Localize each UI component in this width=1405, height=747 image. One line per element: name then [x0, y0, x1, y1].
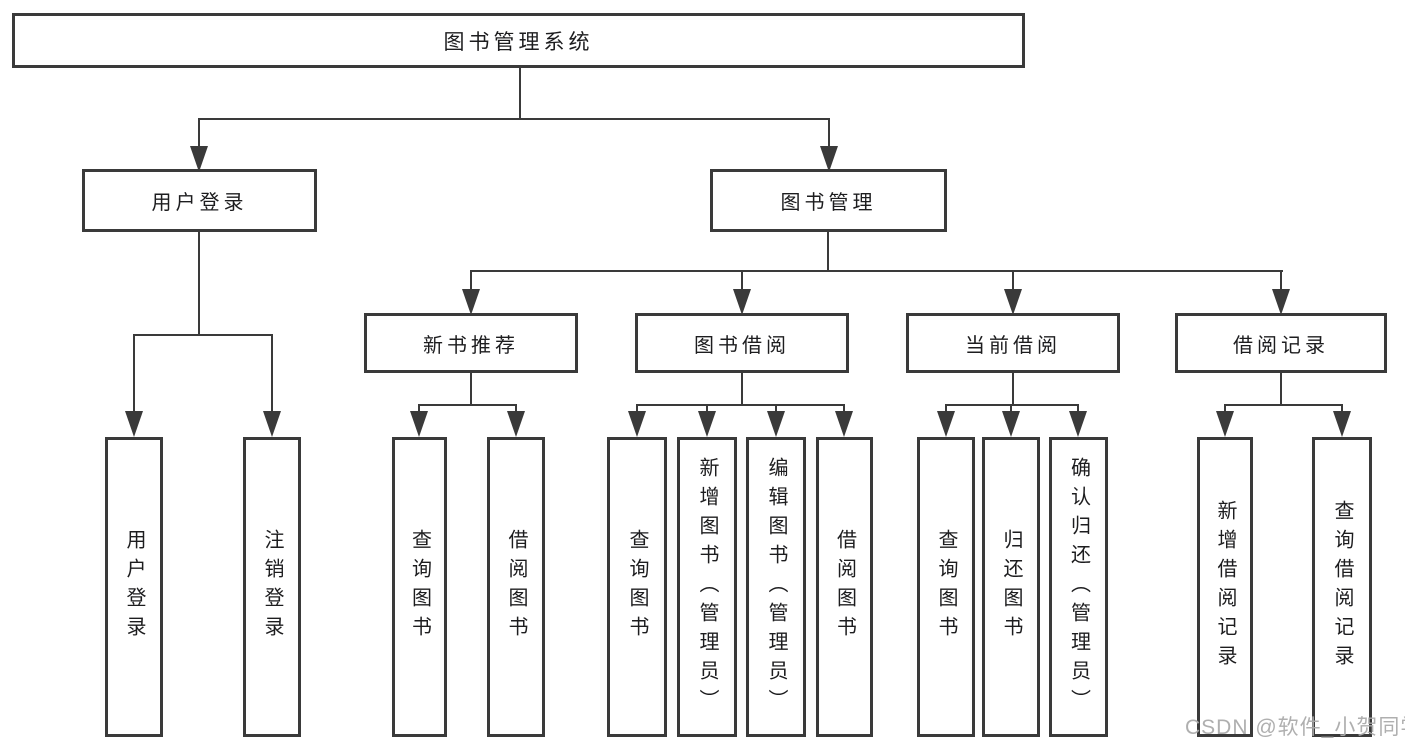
arrow-down-icon: [1002, 411, 1020, 437]
arrow-down-icon: [410, 411, 428, 437]
connector-line: [775, 404, 777, 412]
arrow-down-icon: [937, 411, 955, 437]
leaf-borrow-books-label: 借阅图书: [833, 529, 856, 645]
arrow-down-icon: [767, 411, 785, 437]
leaf-borrow-query-books-label: 查询图书: [626, 529, 648, 645]
connector-line: [1224, 404, 1226, 412]
connector-line: [741, 270, 743, 292]
leaf-logout-label: 注销登录: [261, 529, 283, 645]
arrow-down-icon: [462, 289, 480, 315]
arrow-down-icon: [1216, 411, 1234, 437]
csdn-watermark: CSDN @软件_小贺同学: [1185, 716, 1405, 739]
connector-line: [1341, 404, 1343, 412]
connector-line: [945, 404, 947, 412]
leaf-add-borrow-record: 新增借阅记录: [1197, 437, 1253, 737]
connector-line: [198, 118, 200, 148]
arrow-down-icon: [698, 411, 716, 437]
arrow-down-icon: [1272, 289, 1290, 315]
connector-line: [133, 334, 135, 412]
leaf-borrow-query-books: 查询图书: [607, 437, 667, 737]
connector-line: [470, 270, 472, 292]
connector-line: [418, 404, 420, 412]
connector-line: [1280, 270, 1282, 292]
connector-line: [133, 334, 273, 336]
connector-line: [419, 404, 517, 406]
node-book-management-label: 图书管理: [780, 192, 877, 214]
leaf-current-query-books-label: 查询图书: [935, 529, 957, 645]
arrow-down-icon: [733, 289, 751, 315]
node-current-borrow: 当前借阅: [906, 313, 1120, 373]
node-user-login: 用户登录: [82, 169, 317, 232]
leaf-confirm-return-admin: 确认归还（管理员）: [1049, 437, 1108, 737]
arrow-down-icon: [263, 411, 281, 437]
connector-line: [828, 118, 830, 148]
node-current-borrow-label: 当前借阅: [965, 334, 1061, 357]
connector-line: [470, 270, 1283, 272]
connector-line: [470, 373, 472, 406]
arrow-down-icon: [820, 146, 838, 172]
leaf-query-borrow-record: 查询借阅记录: [1312, 437, 1372, 737]
arrow-down-icon: [1069, 411, 1087, 437]
node-book-borrow-label: 图书借阅: [694, 334, 790, 357]
node-user-login-label: 用户登录: [151, 192, 248, 214]
connector-line: [198, 118, 830, 120]
connector-line: [741, 373, 743, 406]
leaf-add-books-admin-label: 新增图书（管理员）: [696, 456, 718, 718]
leaf-edit-books-admin-label: 编辑图书（管理员）: [765, 456, 787, 718]
connector-line: [827, 232, 829, 272]
connector-line: [946, 404, 1079, 406]
arrow-down-icon: [835, 411, 853, 437]
node-borrow-records-label: 借阅记录: [1233, 334, 1329, 357]
leaf-query-borrow-record-label: 查询借阅记录: [1331, 500, 1353, 674]
leaf-borrow-books: 借阅图书: [816, 437, 873, 737]
leaf-user-login-label: 用户登录: [123, 529, 145, 645]
connector-line: [1077, 404, 1079, 412]
connector-line: [1010, 404, 1012, 412]
leaf-recommend-query-books-label: 查询图书: [408, 529, 431, 645]
connector-line: [1012, 270, 1014, 292]
leaf-logout: 注销登录: [243, 437, 301, 737]
connector-line: [843, 404, 845, 412]
leaf-recommend-query-books: 查询图书: [392, 437, 447, 737]
node-borrow-records: 借阅记录: [1175, 313, 1387, 373]
leaf-add-books-admin: 新增图书（管理员）: [677, 437, 737, 737]
connector-line: [271, 334, 273, 412]
arrow-down-icon: [190, 146, 208, 172]
node-new-book-recommend: 新书推荐: [364, 313, 578, 373]
node-new-book-recommend-label: 新书推荐: [423, 334, 519, 357]
node-book-management: 图书管理: [710, 169, 947, 232]
node-root: 图书管理系统: [12, 13, 1025, 68]
leaf-return-books-label: 归还图书: [1000, 529, 1022, 645]
connector-line: [1012, 373, 1014, 406]
node-book-borrow: 图书借阅: [635, 313, 849, 373]
leaf-add-borrow-record-label: 新增借阅记录: [1214, 500, 1236, 674]
arrow-down-icon: [507, 411, 525, 437]
leaf-user-login: 用户登录: [105, 437, 163, 737]
connector-line: [1225, 404, 1343, 406]
leaf-current-query-books: 查询图书: [917, 437, 975, 737]
leaf-confirm-return-admin-label: 确认归还（管理员）: [1067, 456, 1090, 718]
leaf-return-books: 归还图书: [982, 437, 1040, 737]
arrow-down-icon: [1333, 411, 1351, 437]
connector-line: [515, 404, 517, 412]
node-root-label: 图书管理系统: [443, 30, 594, 54]
leaf-recommend-borrow-books-label: 借阅图书: [505, 529, 527, 645]
connector-line: [706, 404, 708, 412]
leaf-edit-books-admin: 编辑图书（管理员）: [746, 437, 806, 737]
arrow-down-icon: [125, 411, 143, 437]
connector-line: [519, 68, 521, 120]
connector-line: [198, 232, 200, 336]
leaf-recommend-borrow-books: 借阅图书: [487, 437, 545, 737]
connector-line: [1280, 373, 1282, 406]
arrow-down-icon: [628, 411, 646, 437]
connector-line: [637, 404, 845, 406]
arrow-down-icon: [1004, 289, 1022, 315]
connector-line: [636, 404, 638, 412]
